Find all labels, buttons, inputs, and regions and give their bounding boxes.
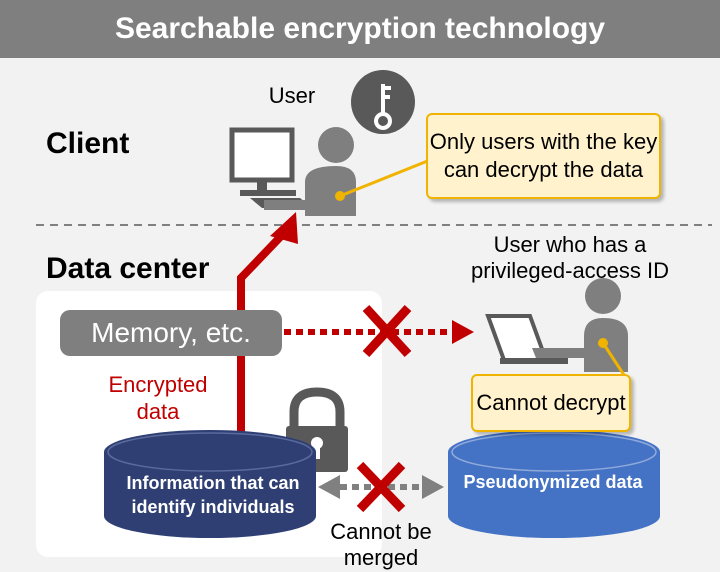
datacenter-section-label: Data center [46, 252, 210, 285]
blocked-access-arrow [284, 320, 474, 344]
cannot-merge-label: Cannot be merged [330, 519, 432, 570]
memory-box: Memory, etc. [60, 310, 282, 356]
user-icon [264, 127, 356, 216]
computer-icon [229, 127, 312, 208]
laptop-icon [485, 314, 568, 364]
encrypted-data-label: Encrypted data [108, 372, 208, 424]
user-label: User [268, 83, 316, 108]
cross-icon-merge [356, 461, 406, 513]
callout-pointer-dot [335, 191, 345, 201]
key-icon [351, 70, 415, 134]
key-callout: Only users with the key can decrypt the … [426, 113, 661, 199]
cannot-decrypt-callout: Cannot decrypt [471, 374, 631, 432]
diagram-title: Searchable encryption technology [0, 0, 720, 58]
client-section-label: Client [46, 127, 130, 160]
decrypt-access-arrow [237, 212, 298, 433]
db-identify-cylinder [104, 430, 316, 538]
db-pseudo-label: Pseudonymized data [463, 472, 643, 492]
callout-pointer-2 [601, 342, 628, 379]
db-pseudo-cylinder [448, 430, 660, 538]
cross-icon-memory [362, 304, 412, 358]
privileged-user-label: User who has a privileged-access ID [470, 232, 670, 283]
db-identify-label: Information that can identify individual… [126, 473, 300, 517]
callout-pointer [339, 158, 431, 198]
